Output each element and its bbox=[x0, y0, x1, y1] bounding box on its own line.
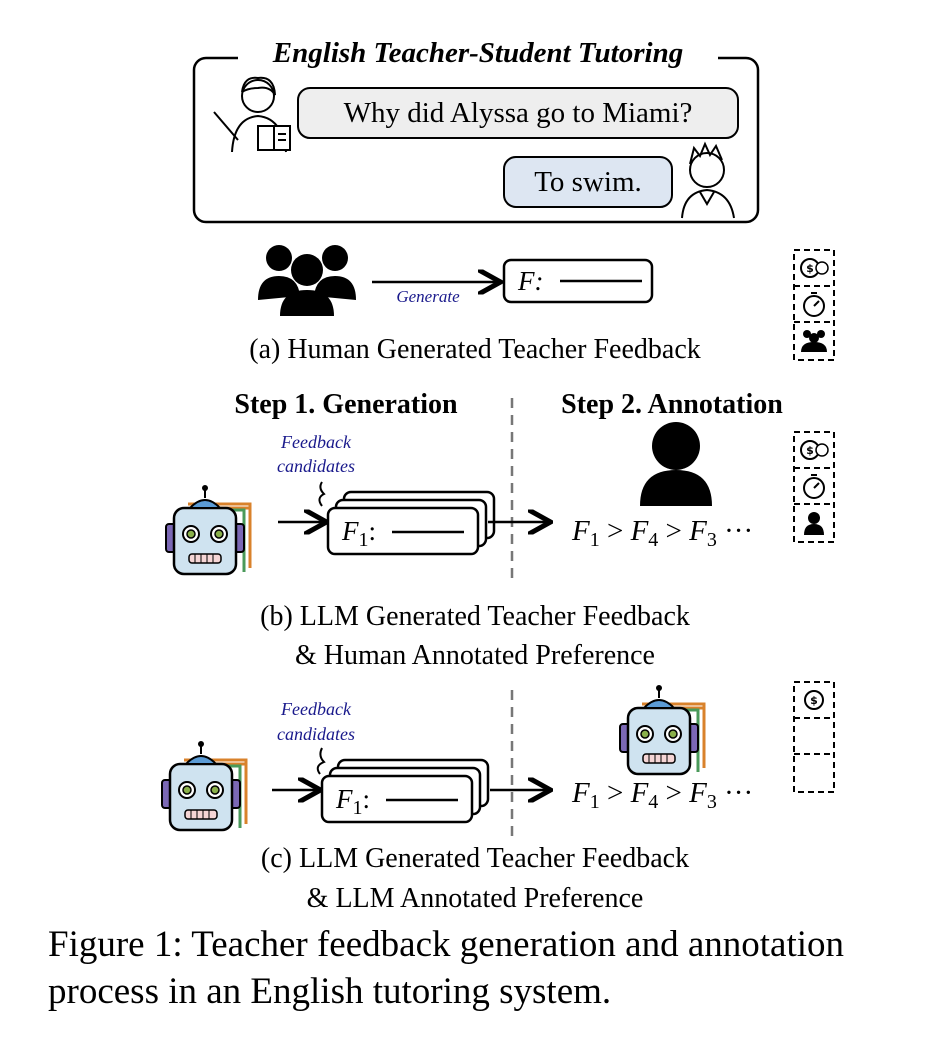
generate-label: Generate bbox=[396, 287, 460, 306]
teacher-icon bbox=[213, 76, 291, 153]
scene-panel: English Teacher-Student Tutoring Why did… bbox=[192, 36, 760, 224]
money-icon bbox=[804, 690, 824, 710]
candidates-label-1-b: Feedback bbox=[280, 432, 352, 452]
title-mask bbox=[238, 36, 718, 70]
teacher-question: Why did Alyssa go to Miami? bbox=[344, 97, 693, 129]
human-person-icon bbox=[804, 512, 824, 535]
panel-c: Feedback candidates F1: F1 > F4 > F3 ···… bbox=[160, 681, 835, 914]
svg-text:F1 > F4 > F3 ···: F1 > F4 > F3 ··· bbox=[571, 777, 753, 813]
figure-caption-line1: Figure 1: Teacher feedback generation an… bbox=[48, 924, 844, 965]
caption-c-line2: & LLM Annotated Preference bbox=[307, 883, 644, 914]
ranking-b: F1 > F4 > F3 ··· bbox=[571, 515, 753, 551]
human-group-icon bbox=[258, 245, 356, 316]
candidates-brace-b bbox=[318, 481, 326, 507]
caption-c-line1: (c) LLM Generated Teacher Feedback bbox=[261, 843, 689, 874]
feedback-sub-b: 1 bbox=[359, 529, 369, 551]
candidate-stack-c: F1: bbox=[320, 758, 490, 824]
caption-b-line2: & Human Annotated Preference bbox=[295, 640, 655, 671]
candidates-label-2-c: candidates bbox=[277, 724, 355, 744]
svg-text:F1:: F1: bbox=[335, 784, 370, 819]
student-icon bbox=[681, 141, 735, 219]
cost-legend-a bbox=[793, 249, 835, 361]
candidates-label-2-b: candidates bbox=[277, 456, 355, 476]
robot-icon bbox=[618, 683, 706, 776]
step2-heading: Step 2. Annotation bbox=[561, 389, 783, 420]
timer-icon bbox=[803, 292, 825, 317]
cost-legend-c bbox=[793, 681, 835, 793]
svg-text:F1 > F4 > F3 ···: F1 > F4 > F3 ··· bbox=[571, 515, 753, 551]
student-answer: To swim. bbox=[534, 166, 642, 198]
human-group-icon bbox=[801, 330, 827, 352]
ranking-c: F1 > F4 > F3 ··· bbox=[571, 777, 753, 813]
caption-b-line1: (b) LLM Generated Teacher Feedback bbox=[260, 601, 690, 632]
candidates-label-1-c: Feedback bbox=[280, 699, 352, 719]
caption-a: (a) Human Generated Teacher Feedback bbox=[249, 334, 701, 365]
candidates-brace-c bbox=[316, 747, 326, 775]
cost-legend-b bbox=[793, 431, 835, 543]
feedback-label-a: F: bbox=[517, 266, 543, 296]
panel-a: Generate F: (a) Human Generated Teacher … bbox=[249, 245, 835, 365]
rank-item-b-1: F bbox=[571, 515, 590, 547]
student-bubble bbox=[503, 156, 673, 208]
step1-heading: Step 1. Generation bbox=[234, 389, 458, 420]
figure-caption-line2: process in an English tutoring system. bbox=[48, 971, 611, 1012]
scene-title: English Teacher-Student Tutoring bbox=[272, 37, 683, 69]
teacher-bubble bbox=[297, 87, 739, 139]
feedback-var-b: F bbox=[341, 516, 359, 546]
robot-icon bbox=[160, 739, 248, 832]
candidate-stack-b: F1: bbox=[326, 490, 496, 556]
panel-b: Step 1. Generation Step 2. Annotation Fe… bbox=[164, 389, 835, 671]
feedback-var-c: F bbox=[335, 784, 353, 814]
svg-text:F1:: F1: bbox=[341, 516, 376, 551]
robot-icon bbox=[164, 483, 252, 576]
human-person-icon bbox=[640, 422, 712, 506]
timer-icon bbox=[803, 474, 825, 499]
feedback-sub-c: 1 bbox=[353, 797, 363, 819]
